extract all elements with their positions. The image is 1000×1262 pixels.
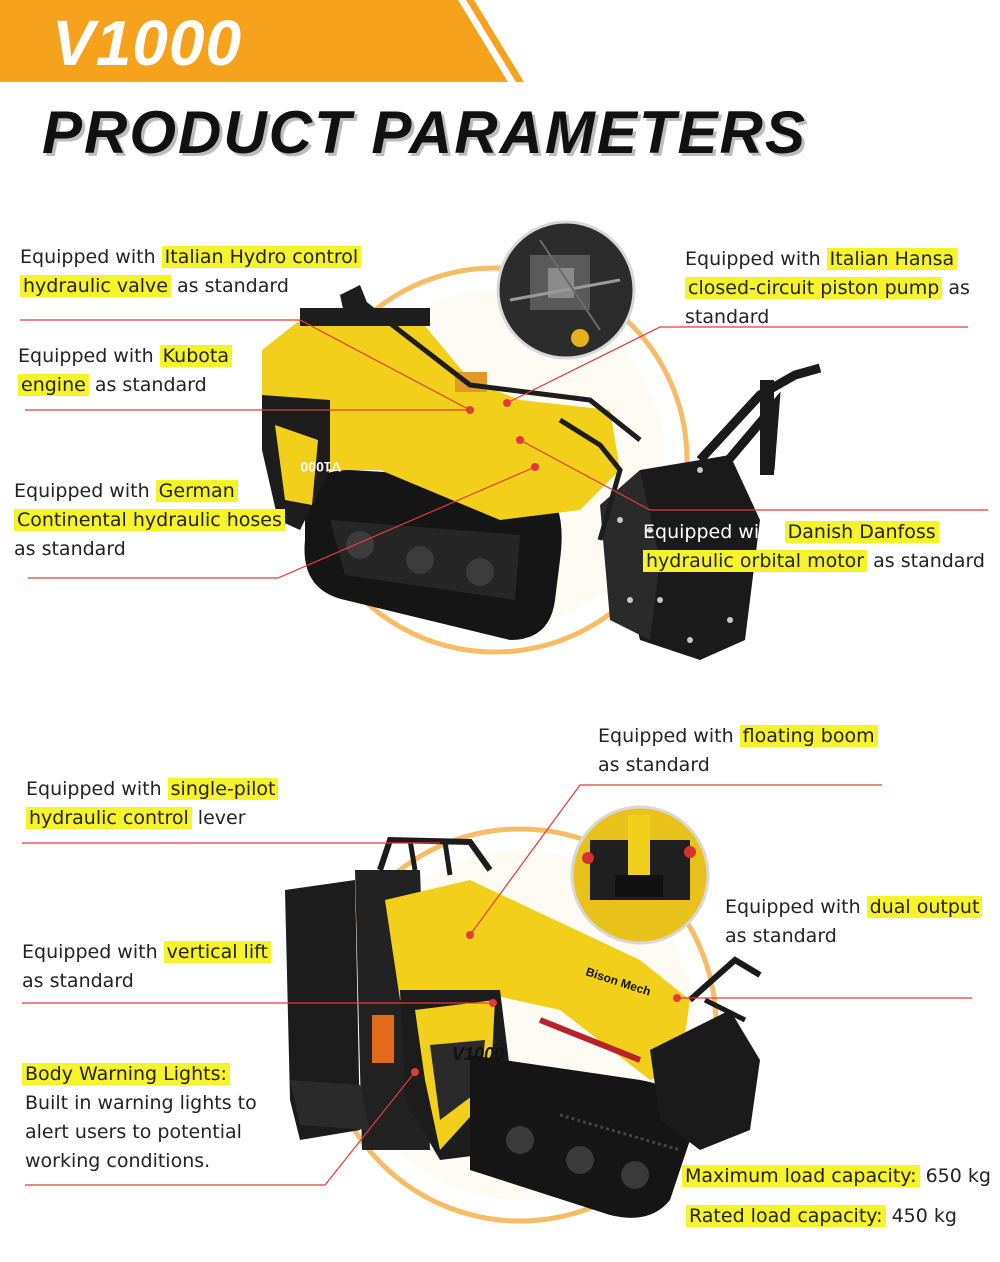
label-dual-output: Equipped with dual output as standard xyxy=(725,893,983,951)
label-hansa-piston-pump: Equipped with Italian Hansa closed-circu… xyxy=(685,248,970,328)
label-body-warning-lights: Body Warning Lights: Built in warning li… xyxy=(22,1060,257,1176)
header-banner xyxy=(0,0,524,82)
leader-lines-1 xyxy=(20,319,988,579)
brand-model: V1000 xyxy=(52,7,243,79)
label-single-pilot-control: Equipped with single-pilot hydraulic con… xyxy=(26,775,279,833)
label-vertical-lift: Equipped with vertical lift as standard xyxy=(22,938,271,996)
label-max-load-capacity: Maximum load capacity: 650 kg xyxy=(682,1162,991,1191)
label-rated-load-capacity: Rated load capacity: 450 kg xyxy=(686,1202,957,1231)
label-floating-boom: Equipped with floating boom as standard xyxy=(598,722,878,780)
label-kubota-engine: Equipped with Kubota engine as standard xyxy=(18,342,232,400)
machine-body-2 xyxy=(285,836,762,1218)
dual-output-inset-photo xyxy=(570,805,710,945)
machine-body-1 xyxy=(262,285,642,541)
label-danfoss-orbital-motor: Equipped with Danish Danfoss hydraulic o… xyxy=(643,521,985,572)
label-continental-hoses: Equipped with German Continental hydraul… xyxy=(14,477,285,564)
pump-inset-photo xyxy=(496,220,636,360)
machine-2-decal: V1000 xyxy=(452,1044,504,1064)
machine-1-decal: V1000 xyxy=(300,459,341,475)
leader-lines-2 xyxy=(22,784,972,1186)
page-title: PRODUCT PARAMETERS xyxy=(42,99,807,166)
label-hydro-control-valve: Equipped with Italian Hydro control hydr… xyxy=(20,243,362,301)
